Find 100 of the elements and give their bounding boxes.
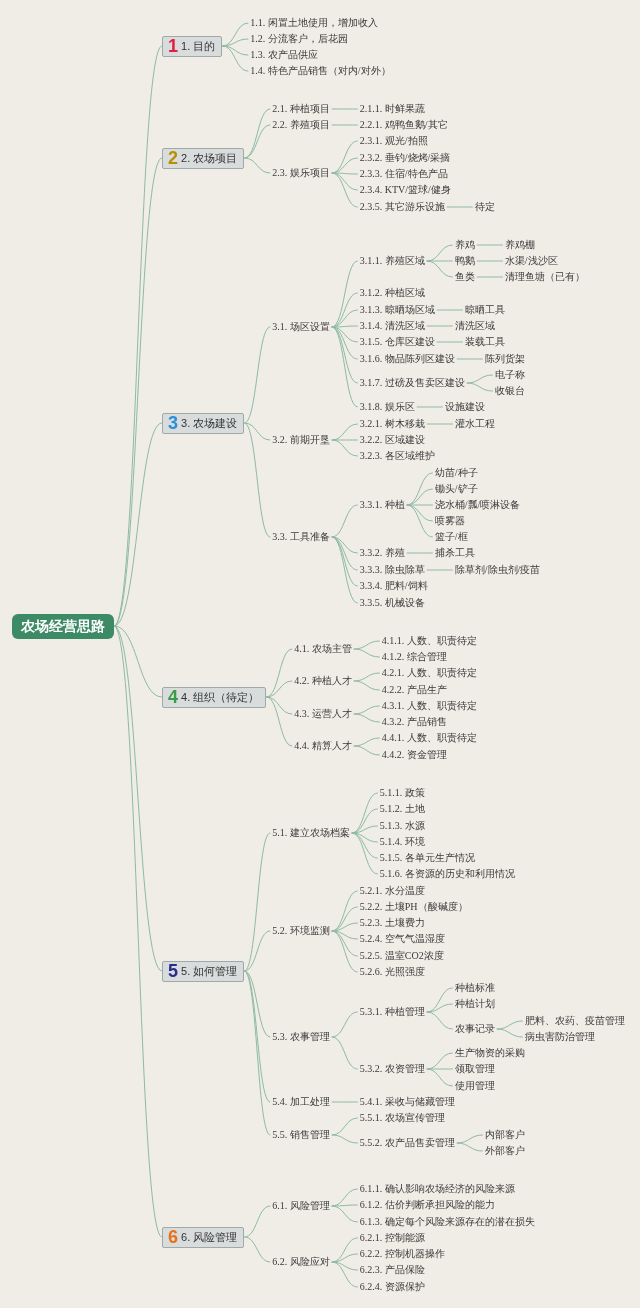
branch-line bbox=[243, 1236, 271, 1263]
topic-label: 5.1.5. 各单元生产情况 bbox=[377, 852, 477, 864]
branch-line bbox=[331, 504, 359, 538]
branch-line bbox=[331, 172, 359, 175]
branch-line bbox=[243, 970, 271, 1038]
topic-label: 5.1. 建立农场档案 bbox=[270, 827, 352, 839]
branch-line bbox=[496, 1028, 524, 1038]
topic-label: 5.1.2. 土地 bbox=[377, 803, 427, 815]
branch-line bbox=[406, 552, 434, 554]
branch-line bbox=[331, 536, 359, 571]
branch-line bbox=[113, 625, 163, 972]
topic-label: 使用管理 bbox=[452, 1080, 497, 1092]
main-topic-label: 3. 农场建设 bbox=[181, 416, 238, 430]
branch-line bbox=[436, 309, 464, 311]
topic-label: 养鸡棚 bbox=[502, 239, 537, 251]
topic-label: 3.3. 工具准备 bbox=[270, 531, 332, 543]
branch-line bbox=[331, 1204, 359, 1207]
topic-label: 幼苗/种子 bbox=[432, 467, 480, 479]
topic-label: 6.1.2. 估价判断承担风险的能力 bbox=[357, 1199, 497, 1211]
topic-label: 3.1.3. 晾晒场区域 bbox=[357, 304, 437, 316]
branch-line bbox=[331, 1253, 359, 1263]
branch-line bbox=[353, 745, 381, 756]
topic-label: 3.3.1. 种植 bbox=[357, 499, 407, 511]
topic-label: 5.5.2. 农产品售卖管理 bbox=[357, 1137, 457, 1149]
branch-line bbox=[243, 124, 271, 159]
topic-label: 4.3.1. 人数、职责待定 bbox=[379, 700, 479, 712]
branch-line bbox=[331, 326, 359, 408]
topic-label: 种植标准 bbox=[452, 982, 497, 994]
topic-label: 6.1.1. 确认影响农场经济的风险来源 bbox=[357, 1183, 517, 1195]
topic-label: 2.1.1. 时鲜果蔬 bbox=[357, 103, 427, 115]
topic-label: 3.1.2. 种植区域 bbox=[357, 287, 427, 299]
branch-line bbox=[353, 680, 381, 691]
main-topic-box bbox=[162, 35, 223, 57]
branch-line bbox=[331, 260, 359, 328]
topic-label: 鱼类 bbox=[452, 271, 477, 283]
topic-label: 装载工具 bbox=[462, 336, 507, 348]
branch-line bbox=[243, 157, 271, 174]
topic-label: 6.2. 风险应对 bbox=[270, 1256, 332, 1268]
branch-line bbox=[416, 406, 444, 408]
branch-line bbox=[331, 325, 359, 328]
topic-label: 篮子/框 bbox=[432, 531, 470, 543]
branch-line bbox=[426, 260, 454, 262]
topic-label: 4.2.2. 产品生产 bbox=[379, 684, 449, 696]
branch-line bbox=[113, 625, 163, 698]
topic-label: 5.3.2. 农资管理 bbox=[357, 1063, 427, 1075]
topic-label: 清理鱼塘（已有） bbox=[502, 271, 587, 283]
topic-label: 4.3.2. 产品销售 bbox=[379, 716, 449, 728]
topic-label: 肥料、农药、疫苗管理 bbox=[522, 1015, 627, 1027]
topic-label: 5.4. 加工处理 bbox=[270, 1096, 332, 1108]
branch-line bbox=[113, 422, 163, 627]
topic-label: 养鸡 bbox=[452, 239, 477, 251]
topic-label: 5.2. 环境监测 bbox=[270, 925, 332, 937]
topic-label: 2.3.3. 住宿/特色产品 bbox=[357, 168, 450, 180]
branch-line bbox=[243, 930, 271, 972]
topic-label: 4.2. 种植人才 bbox=[292, 675, 354, 687]
branch-line bbox=[406, 504, 434, 506]
topic-label: 4.4. 精算人才 bbox=[292, 740, 354, 752]
main-topic-label: 6. 风险管理 bbox=[181, 1230, 238, 1244]
branch-line bbox=[426, 1068, 454, 1087]
branch-line bbox=[265, 680, 293, 698]
topic-label: 浇水桶/瓢/喷淋设备 bbox=[432, 499, 523, 511]
branch-line bbox=[426, 569, 454, 571]
branch-line bbox=[331, 1205, 359, 1223]
topic-label: 5.1.3. 水源 bbox=[377, 820, 427, 832]
main-topic-label: 1. 目的 bbox=[181, 39, 216, 53]
branch-line bbox=[353, 648, 381, 658]
topic-label: 4.4.1. 人数、职责待定 bbox=[379, 732, 479, 744]
main-topic-label: 5. 如何管理 bbox=[181, 964, 238, 978]
topic-label: 1.1. 闲置土地使用，增加收入 bbox=[248, 17, 380, 29]
branch-line bbox=[426, 1003, 454, 1013]
branch-line bbox=[331, 1101, 359, 1103]
topic-label: 6.2.3. 产品保险 bbox=[357, 1264, 427, 1276]
branch-line bbox=[331, 536, 359, 604]
main-topic-box bbox=[162, 1226, 245, 1248]
topic-label: 5.2.2. 土壤PH（酸碱度） bbox=[357, 901, 470, 913]
branch-line bbox=[426, 325, 454, 327]
topic-label: 3.3.5. 机械设备 bbox=[357, 597, 427, 609]
branch-line bbox=[113, 157, 163, 627]
branch-line bbox=[496, 1020, 524, 1030]
number-marker: 4 bbox=[168, 687, 178, 707]
number-marker: 1 bbox=[168, 36, 178, 56]
topic-label: 内部客户 bbox=[482, 1129, 527, 1141]
branch-line bbox=[331, 930, 359, 940]
topic-label: 5.5.1. 农场宣传管理 bbox=[357, 1112, 447, 1124]
branch-line bbox=[353, 672, 381, 682]
topic-label: 领取管理 bbox=[452, 1063, 497, 1075]
topic-label: 水渠/浅沙区 bbox=[502, 255, 560, 267]
branch-line bbox=[331, 124, 359, 126]
topic-label: 4.1.1. 人数、职责待定 bbox=[379, 635, 479, 647]
branch-line bbox=[331, 1134, 359, 1144]
branch-line bbox=[466, 374, 494, 384]
branch-line bbox=[113, 45, 163, 627]
topic-label: 2.3.1. 观光/拍照 bbox=[357, 135, 430, 147]
topic-label: 3.1.4. 清洗区域 bbox=[357, 320, 427, 332]
topic-label: 5.2.6. 光照强度 bbox=[357, 966, 427, 978]
topic-label: 6.1.3. 确定每个风险来源存在的潜在损失 bbox=[357, 1216, 537, 1228]
topic-label: 2.1. 种植项目 bbox=[270, 103, 332, 115]
branch-line bbox=[243, 422, 271, 538]
topic-label: 3.1.1. 养殖区域 bbox=[357, 255, 427, 267]
central-topic: 农场经营思路 bbox=[12, 613, 114, 639]
